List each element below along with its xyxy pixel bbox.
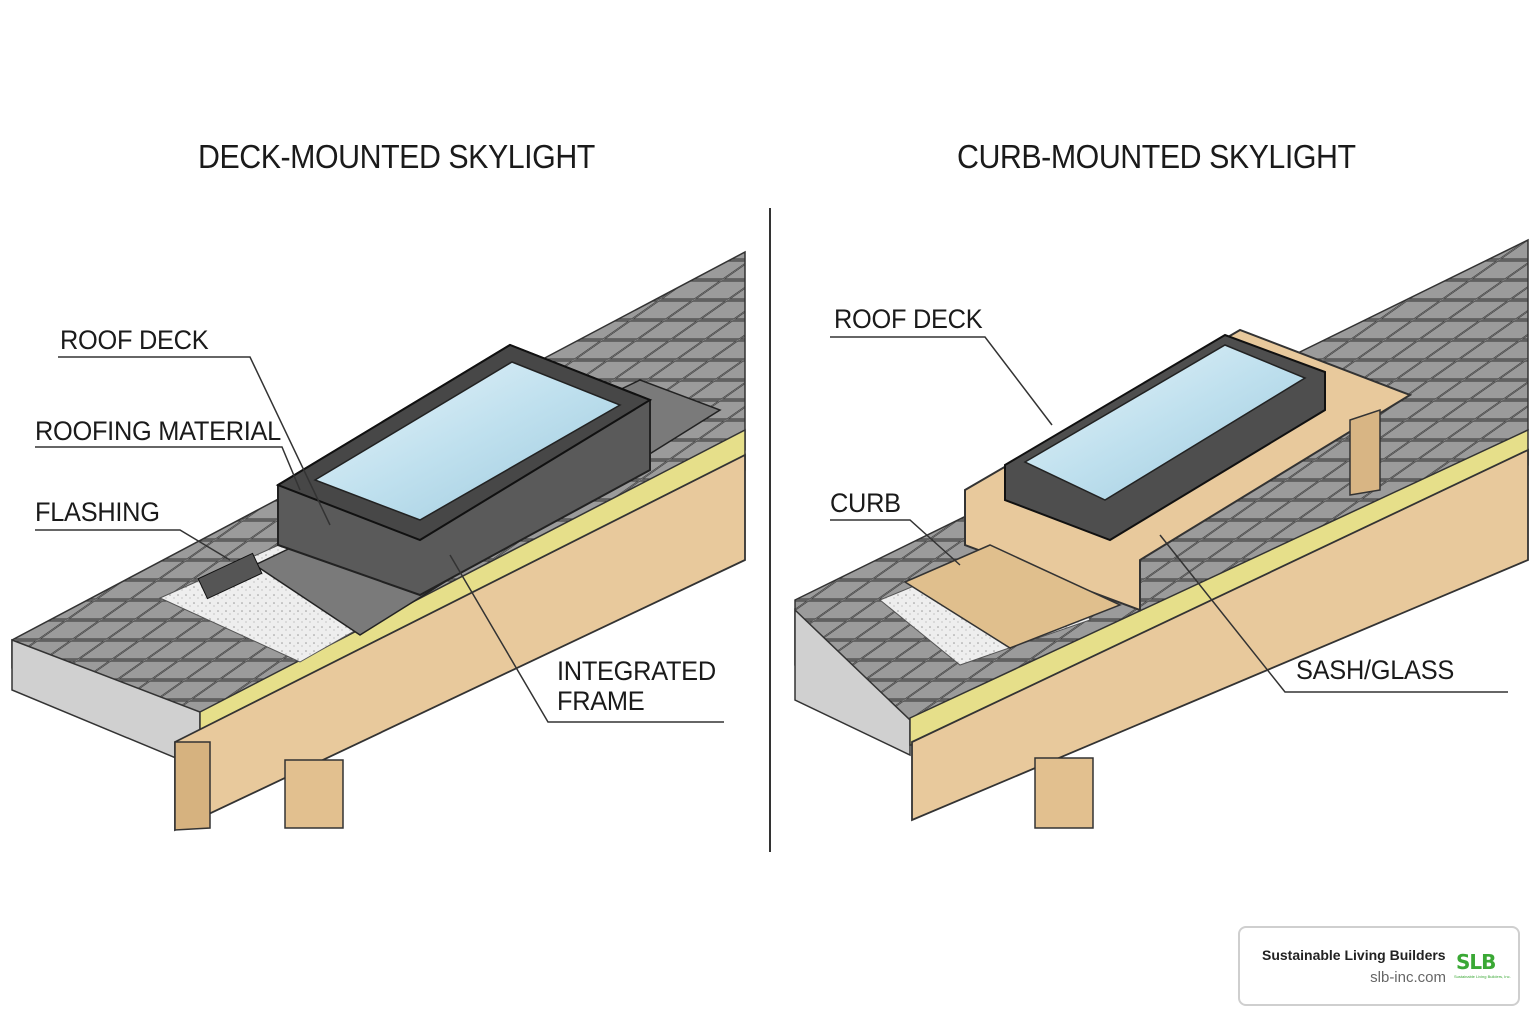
slb-logo-icon: SLB Sustainable Living Builders, Inc. xyxy=(1454,950,1511,988)
right-ground-board xyxy=(903,544,1122,649)
label-frame: FRAME xyxy=(557,686,645,716)
label-sash-glass: SASH/GLASS xyxy=(1296,655,1454,685)
leader-roofing-material-left xyxy=(35,446,301,491)
right-curb-leg xyxy=(1349,408,1381,496)
label-roof-deck-right: ROOF DECK xyxy=(834,304,983,334)
deck-mounted-illustration xyxy=(11,250,746,832)
leader-flashing-left xyxy=(35,529,231,561)
label-roofing-material: ROOFING MATERIAL xyxy=(35,416,282,446)
leader-roof-deck-right xyxy=(830,336,1053,426)
right-roof-edge xyxy=(794,608,911,757)
leader-curb xyxy=(830,519,961,566)
right-glass xyxy=(1023,344,1307,501)
right-panel-title: CURB-MOUNTED SKYLIGHT xyxy=(957,138,1356,175)
brand-name: Sustainable Living Builders xyxy=(1262,947,1446,963)
brand-badge: Sustainable Living Builders slb-inc.com … xyxy=(1238,926,1520,1006)
left-panel-title: DECK-MOUNTED SKYLIGHT xyxy=(198,138,595,175)
left-beam-end xyxy=(174,741,211,831)
right-post xyxy=(1034,757,1094,829)
left-post xyxy=(284,759,344,829)
logo-text: SLB xyxy=(1456,950,1496,974)
logo-tagline: Sustainable Living Builders, Inc. xyxy=(1454,974,1511,979)
left-flashing-piece xyxy=(197,552,263,600)
leader-integrated-frame xyxy=(449,554,724,723)
brand-url: slb-inc.com xyxy=(1370,969,1446,986)
label-integrated: INTEGRATED xyxy=(557,656,716,686)
leader-roof-deck-left xyxy=(58,356,331,526)
label-flashing: FLASHING xyxy=(35,497,160,527)
curb-mounted-illustration xyxy=(794,238,1529,829)
left-glass xyxy=(313,361,622,521)
leader-sash-glass xyxy=(1159,534,1508,693)
label-curb: CURB xyxy=(830,488,901,518)
right-beam xyxy=(911,448,1529,822)
label-roof-deck-left: ROOF DECK xyxy=(60,325,209,355)
